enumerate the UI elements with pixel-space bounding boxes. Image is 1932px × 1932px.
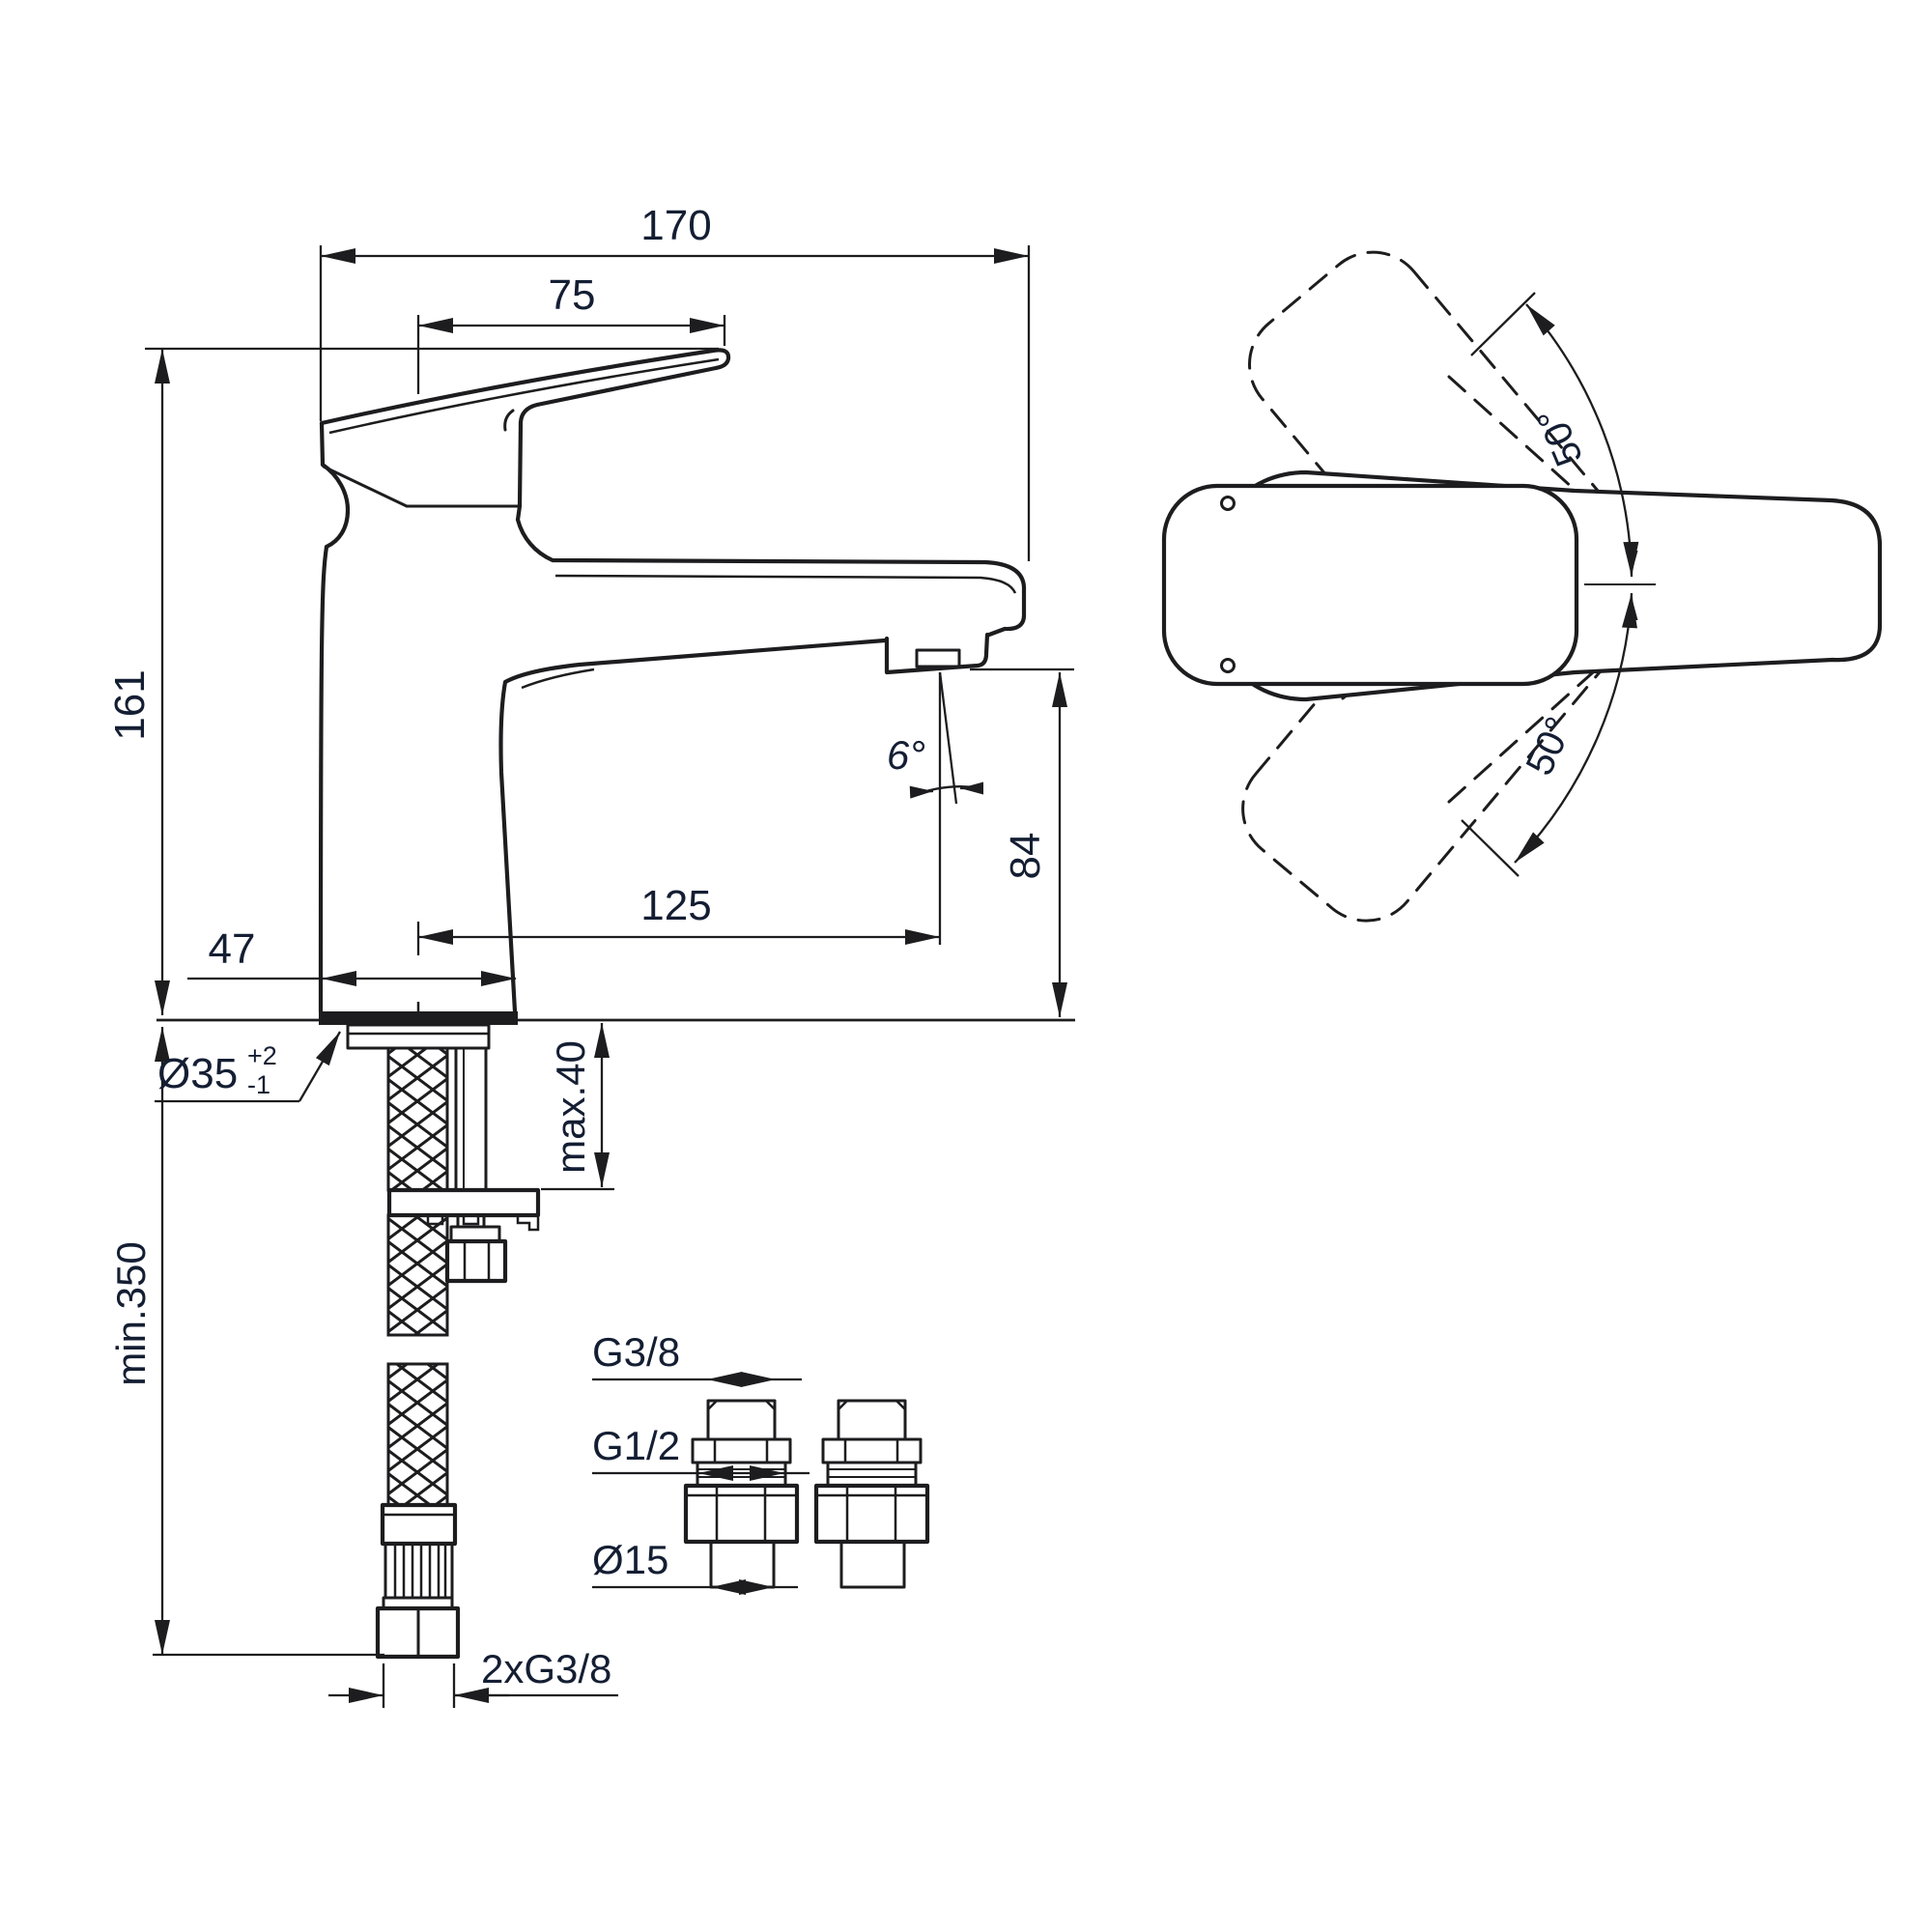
handle-pip-upper bbox=[1220, 496, 1236, 511]
fitting-thread-chamfer bbox=[707, 1400, 776, 1410]
handle-lever-inner-line bbox=[328, 357, 720, 435]
hose-braid-middle bbox=[386, 1213, 449, 1337]
hose-ribs bbox=[393, 1544, 447, 1598]
dim-label: Ø35 bbox=[157, 1050, 238, 1097]
dim-label: 75 bbox=[549, 271, 596, 319]
body-dome-arc bbox=[320, 462, 351, 550]
dim-stream-angle: 6° bbox=[887, 671, 983, 945]
tolerance-plus: +2 bbox=[247, 1041, 277, 1070]
stud-stub bbox=[456, 1213, 486, 1229]
fitting-hex-nut bbox=[683, 1483, 800, 1545]
dim-84: 84 bbox=[970, 668, 1074, 1017]
dim-min350: min.350 bbox=[108, 1027, 384, 1657]
angle-arrow-left bbox=[909, 785, 934, 799]
dim-label: Ø15 bbox=[592, 1537, 668, 1582]
dim-label: min.350 bbox=[108, 1241, 154, 1385]
threaded-stud bbox=[454, 1046, 488, 1192]
handle-underside-slope bbox=[322, 465, 522, 508]
mounting-hardware bbox=[346, 1023, 541, 1660]
spout-top-outline bbox=[515, 503, 1027, 638]
spout-underside-inner-line bbox=[521, 668, 595, 690]
top-view: 50° 50° bbox=[1161, 250, 1883, 923]
leader-line bbox=[298, 1031, 341, 1102]
dim-o15: Ø15 bbox=[592, 1537, 798, 1595]
dim-max40: max.40 bbox=[541, 1023, 614, 1191]
dim-label: max.40 bbox=[548, 1040, 593, 1174]
spout-top-inner-line bbox=[554, 574, 1017, 594]
fitting-collar bbox=[691, 1437, 792, 1464]
ext-line-upper bbox=[1470, 292, 1536, 356]
stud-nut-faces bbox=[463, 1241, 491, 1281]
dim-label: 125 bbox=[640, 882, 711, 929]
dim-label: 84 bbox=[1002, 833, 1049, 880]
dim-47: 47 bbox=[187, 925, 516, 986]
handle-paddle-top-view bbox=[1161, 483, 1579, 687]
dim-g38: G3/8 bbox=[592, 1329, 802, 1387]
dim-label: 47 bbox=[209, 925, 256, 973]
handle-lever-outline bbox=[319, 348, 731, 508]
hose-braid-upper bbox=[386, 1046, 449, 1192]
dim-g12: G1/2 bbox=[592, 1423, 810, 1481]
adapter-fitting bbox=[683, 1399, 800, 1589]
dim-hole-diameter: Ø35 +2 -1 bbox=[155, 1031, 341, 1103]
flange-right-step bbox=[516, 1215, 540, 1232]
mounting-flange bbox=[386, 1187, 541, 1218]
dim-75: 75 bbox=[416, 271, 726, 394]
adapter-fittings bbox=[683, 1399, 927, 1589]
dim-label: 6° bbox=[887, 732, 925, 778]
stud-washer bbox=[449, 1225, 501, 1243]
spout-underside bbox=[498, 638, 888, 1014]
dim-label: 2xG3/8 bbox=[481, 1646, 611, 1691]
dim-label: G3/8 bbox=[592, 1329, 680, 1375]
dimensions: 170 75 161 min.350 84 bbox=[106, 202, 1074, 1708]
stream-line-6deg bbox=[938, 671, 958, 805]
handle-front-hook bbox=[503, 409, 515, 432]
dim-label: G1/2 bbox=[592, 1423, 680, 1468]
fitting-pipe bbox=[709, 1540, 776, 1589]
swivel-arc-lower bbox=[1514, 592, 1637, 864]
ext-line bbox=[382, 1663, 456, 1708]
adapter-fitting-2 bbox=[816, 1401, 927, 1587]
stud-nut bbox=[444, 1238, 508, 1284]
ext-line bbox=[319, 245, 1031, 561]
dim-label: 161 bbox=[106, 669, 154, 740]
base-gasket bbox=[319, 1011, 518, 1025]
ext-line-lower bbox=[1461, 819, 1520, 877]
fitting-collar-faces bbox=[713, 1439, 769, 1463]
side-view: 170 75 161 min.350 84 bbox=[106, 202, 1075, 1708]
aerator-outline bbox=[884, 632, 990, 675]
dim-2xg38: 2xG3/8 bbox=[328, 1646, 618, 1708]
hose-braid-lower bbox=[386, 1362, 449, 1507]
swivel-label-upper: 50° bbox=[1529, 402, 1591, 472]
aerator-outlet bbox=[915, 648, 961, 668]
flange-notch-right bbox=[462, 1213, 480, 1226]
hose-ferrule bbox=[380, 1502, 458, 1547]
handle-back-edge bbox=[319, 420, 326, 468]
tolerance-minus: -1 bbox=[247, 1070, 270, 1099]
fitting-hex-faces bbox=[686, 1486, 797, 1542]
fitting-thread-g38 bbox=[706, 1399, 777, 1441]
faucet-body-outline bbox=[156, 348, 1075, 1025]
dim-161: 161 bbox=[106, 347, 719, 1015]
washer-plate bbox=[346, 1023, 491, 1050]
dim-170: 170 bbox=[319, 202, 1031, 561]
handle-pip-lower bbox=[1220, 658, 1236, 673]
swivel-arc-upper bbox=[1525, 303, 1639, 578]
dim-125: 125 bbox=[416, 882, 940, 955]
body-left-edge bbox=[318, 544, 329, 1014]
swivel-label-lower: 50° bbox=[1518, 711, 1580, 781]
dim-label: 170 bbox=[640, 202, 711, 249]
